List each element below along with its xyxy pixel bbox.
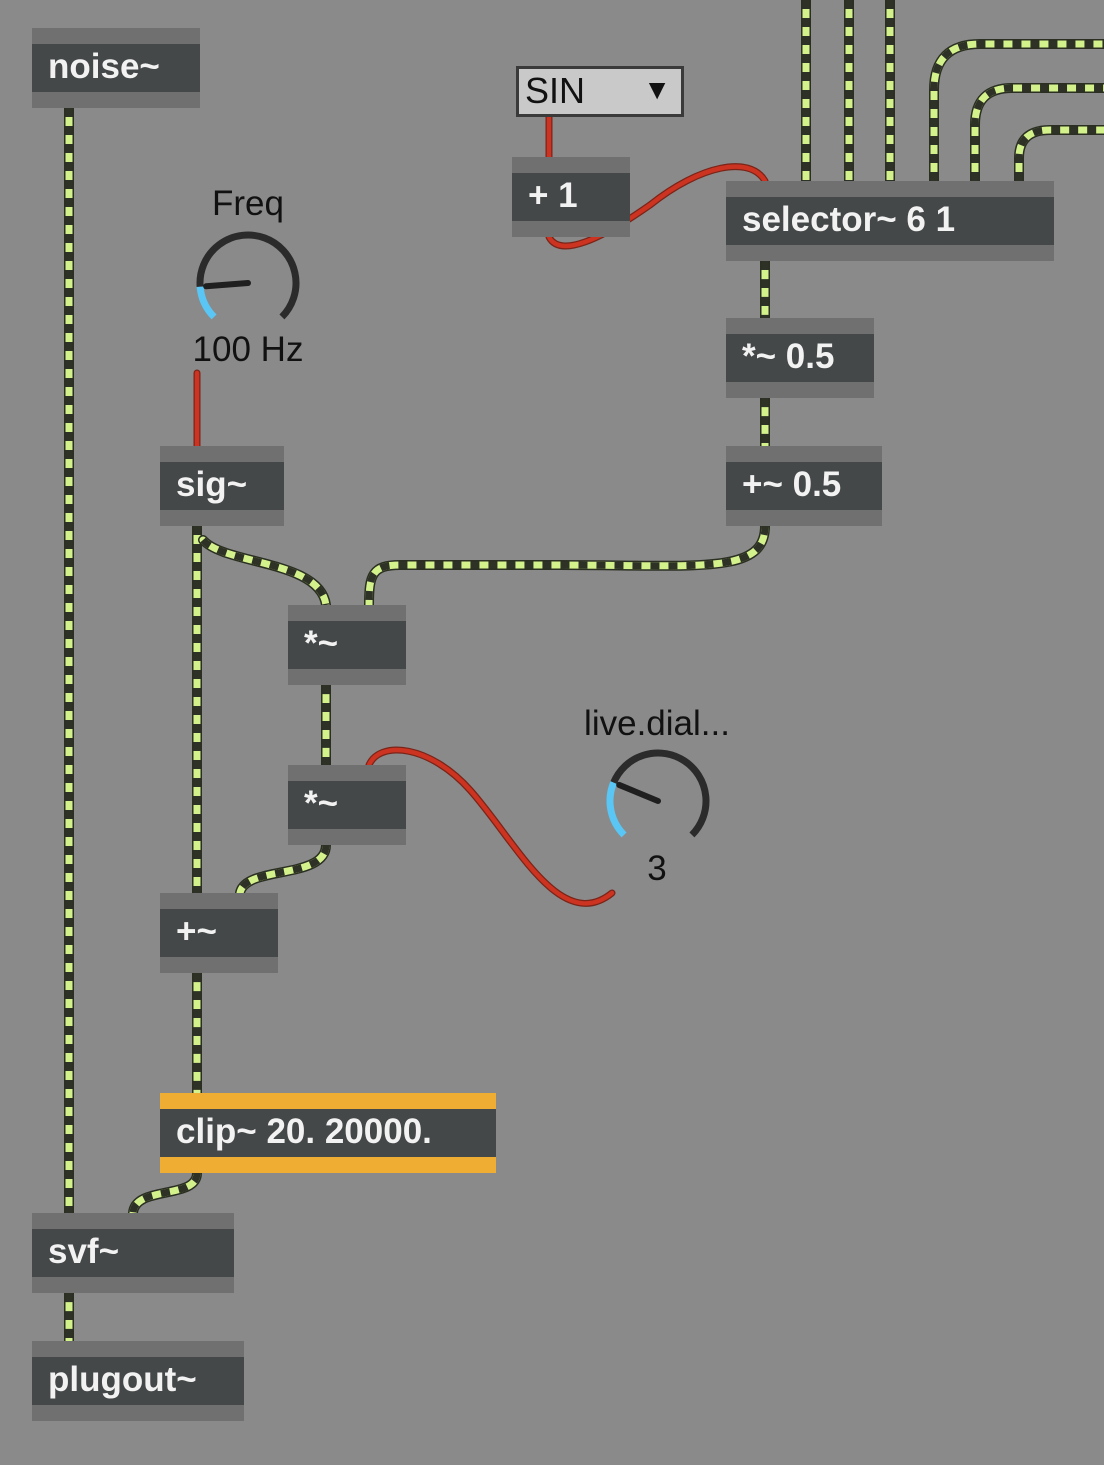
selector-object-label: selector~ 6 1 <box>742 200 956 239</box>
signal-cord-dash <box>1015 126 1104 181</box>
signal-cord-dash <box>930 40 1104 181</box>
plus-one-object[interactable]: + 1 <box>512 157 630 237</box>
signal-cord <box>128 1168 202 1218</box>
plus-one-object-label: + 1 <box>528 176 578 215</box>
waveform-menu[interactable]: SIN ▼ <box>516 66 684 117</box>
freq-dial-label: Freq <box>212 184 284 223</box>
multiply-half-object-label: *~ 0.5 <box>742 337 835 376</box>
live-dial-value: 3 <box>647 849 667 888</box>
signal-cord-dash <box>365 525 769 606</box>
signal-cord <box>970 83 1104 186</box>
signal-cord <box>929 39 1104 186</box>
control-cord-line <box>546 164 768 249</box>
freq-dial-needle <box>203 280 251 290</box>
control-cord <box>545 163 769 250</box>
signal-cord-line <box>1015 126 1104 185</box>
multiply-object-1[interactable]: *~ <box>288 605 406 685</box>
add-object[interactable]: +~ <box>160 893 278 973</box>
clip-object[interactable]: clip~ 20. 20000. <box>160 1093 496 1173</box>
signal-cord-dash <box>200 537 330 606</box>
svf-object-label: svf~ <box>48 1232 120 1271</box>
live-dial-track <box>610 749 710 838</box>
plugout-object[interactable]: plugout~ <box>32 1341 244 1421</box>
signal-cord <box>235 840 331 898</box>
signal-cord-dash <box>129 1172 201 1214</box>
add-half-object[interactable]: +~ 0.5 <box>726 446 882 526</box>
patch-cords <box>64 0 1104 1346</box>
noise-object-label: noise~ <box>48 47 160 86</box>
freq-dial-track <box>196 231 300 320</box>
svf-object[interactable]: svf~ <box>32 1213 234 1293</box>
freq-dial-value-arc <box>196 286 217 320</box>
sig-object-label: sig~ <box>176 465 248 504</box>
waveform-menu-value: SIN <box>525 70 586 111</box>
add-half-object-label: +~ 0.5 <box>742 465 842 504</box>
signal-cord <box>198 535 331 610</box>
plugout-object-label: plugout~ <box>48 1360 197 1399</box>
patch-dials <box>196 231 710 838</box>
control-cord-line <box>366 747 615 906</box>
freq-dial-value: 100 Hz <box>192 330 304 369</box>
signal-cord <box>364 521 770 610</box>
control-cord <box>365 746 616 907</box>
signal-cord-dash <box>971 84 1104 181</box>
freq-dial <box>196 231 300 320</box>
multiply-object-2[interactable]: *~ <box>288 765 406 845</box>
dropdown-arrow-icon: ▼ <box>643 74 671 105</box>
clip-object-label: clip~ 20. 20000. <box>176 1112 432 1151</box>
add-object-label: +~ <box>176 912 217 951</box>
live-dial-needle <box>616 781 661 804</box>
live-dial <box>606 749 710 838</box>
live-dial-value-arc <box>606 781 627 838</box>
selector-object[interactable]: selector~ 6 1 <box>726 181 1054 261</box>
noise-object[interactable]: noise~ <box>32 28 200 108</box>
live-dial-label: live.dial... <box>584 704 730 743</box>
signal-cord-dash <box>236 844 330 895</box>
multiply-half-object[interactable]: *~ 0.5 <box>726 318 874 398</box>
multiply-object-1-label: *~ <box>304 624 339 663</box>
signal-cord <box>1014 125 1104 186</box>
multiply-object-2-label: *~ <box>304 784 339 823</box>
sig-object[interactable]: sig~ <box>160 446 284 526</box>
